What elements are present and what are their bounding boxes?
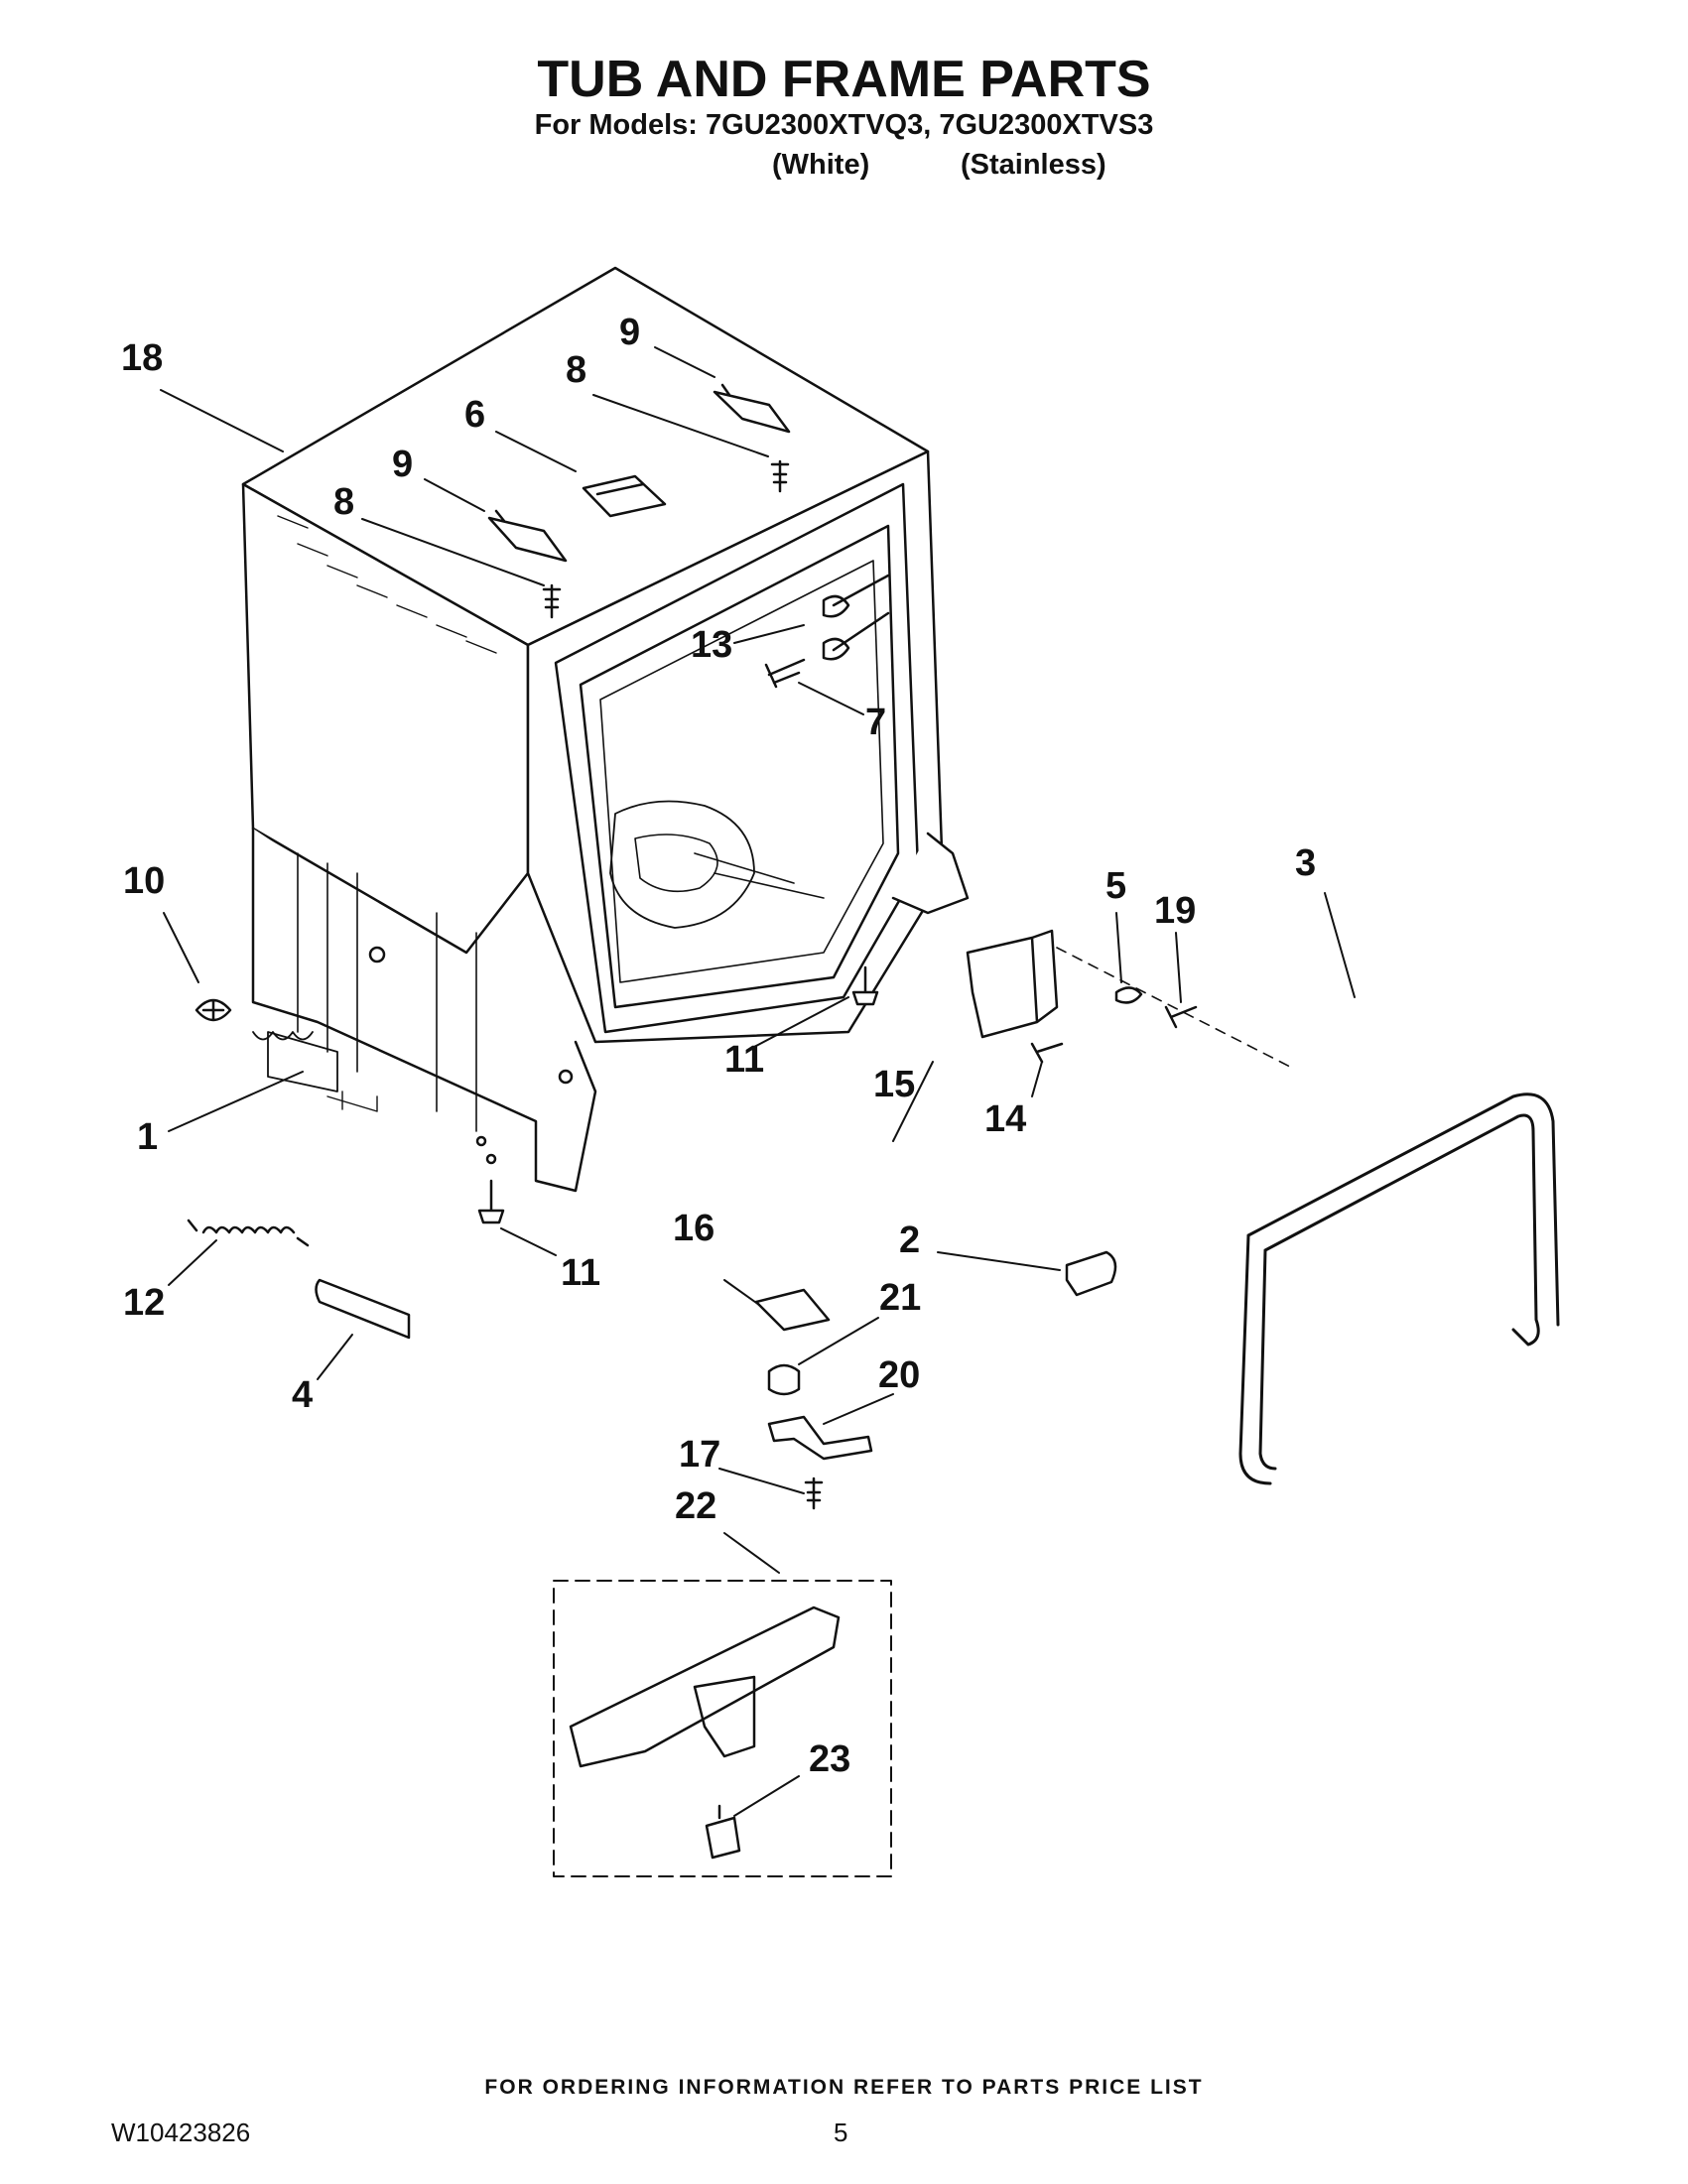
- callout-8-left: 8: [333, 481, 354, 523]
- variant-stainless-label: (Stainless): [961, 149, 1106, 181]
- callout-7: 7: [865, 702, 886, 743]
- tub-vent-6: [582, 474, 667, 518]
- callout-3: 3: [1295, 842, 1316, 884]
- washer-5: [1114, 986, 1143, 1004]
- callout-11-right: 11: [724, 1039, 764, 1081]
- callout-9-left: 9: [392, 444, 413, 485]
- models-line: For Models: 7GU2300XTVQ3, 7GU2300XTVS3: [534, 109, 1154, 141]
- callout-4: 4: [292, 1374, 313, 1416]
- page-number: 5: [834, 2118, 848, 2147]
- grommet-10: [195, 998, 232, 1022]
- pad-4: [315, 1278, 411, 1340]
- callout-10: 10: [123, 860, 165, 902]
- side-bracket-15: [966, 929, 1059, 1039]
- callout-6: 6: [464, 394, 485, 436]
- callout-18: 18: [121, 337, 163, 379]
- callout-22: 22: [675, 1485, 716, 1527]
- callout-14: 14: [984, 1098, 1026, 1140]
- tub-bracket-9b: [487, 509, 568, 563]
- bracket-20: [767, 1415, 873, 1461]
- document-number: W10423826: [111, 2118, 251, 2147]
- leveling-leg-11a: [851, 965, 879, 1006]
- callout-5: 5: [1105, 865, 1126, 907]
- screw-14: [1030, 1042, 1064, 1064]
- leader-lines: [160, 346, 1356, 1817]
- ordering-note: FOR ORDERING INFORMATION REFER TO PARTS …: [484, 2076, 1204, 2099]
- callout-labels: 18 9 8 6 9 8 13 7 10 5 19 3 11 15 14 1 1…: [121, 312, 1316, 1780]
- plate-16: [754, 1288, 831, 1332]
- callout-12: 12: [123, 1282, 165, 1324]
- screw-8a: [770, 459, 790, 493]
- spring-12: [187, 1219, 310, 1247]
- callout-13: 13: [691, 624, 732, 666]
- leveling-leg-11b: [477, 1179, 505, 1224]
- callout-1: 1: [137, 1116, 158, 1158]
- callout-23: 23: [809, 1738, 850, 1780]
- callout-15: 15: [873, 1064, 915, 1105]
- tub-bracket-9a: [713, 383, 791, 434]
- variant-white-label: (White): [772, 149, 870, 181]
- hinge-bracket-13: [822, 574, 890, 661]
- screw-7: [764, 658, 806, 689]
- switch-21: [767, 1363, 801, 1396]
- callout-17: 17: [679, 1434, 720, 1476]
- door-gasket-3: [1238, 1092, 1560, 1485]
- callout-9-top: 9: [619, 312, 640, 353]
- tub-assembly: [241, 266, 970, 1193]
- screw-17: [804, 1477, 824, 1510]
- screw-19: [1164, 1005, 1198, 1029]
- callout-2: 2: [899, 1220, 920, 1261]
- callout-16: 16: [673, 1208, 714, 1249]
- callout-19: 19: [1154, 890, 1196, 932]
- callout-20: 20: [878, 1354, 920, 1396]
- float-switch-23: [705, 1804, 741, 1860]
- mount-line: [1056, 947, 1291, 1068]
- callout-11-left: 11: [561, 1252, 600, 1294]
- screw-8b: [542, 583, 562, 619]
- float-assembly-box-22: [553, 1580, 892, 1877]
- callout-21: 21: [879, 1277, 921, 1319]
- callout-8-top: 8: [566, 349, 586, 391]
- float-assembly-22: [569, 1606, 841, 1768]
- page-title: TUB AND FRAME PARTS: [537, 51, 1151, 108]
- clip-2: [1065, 1250, 1117, 1297]
